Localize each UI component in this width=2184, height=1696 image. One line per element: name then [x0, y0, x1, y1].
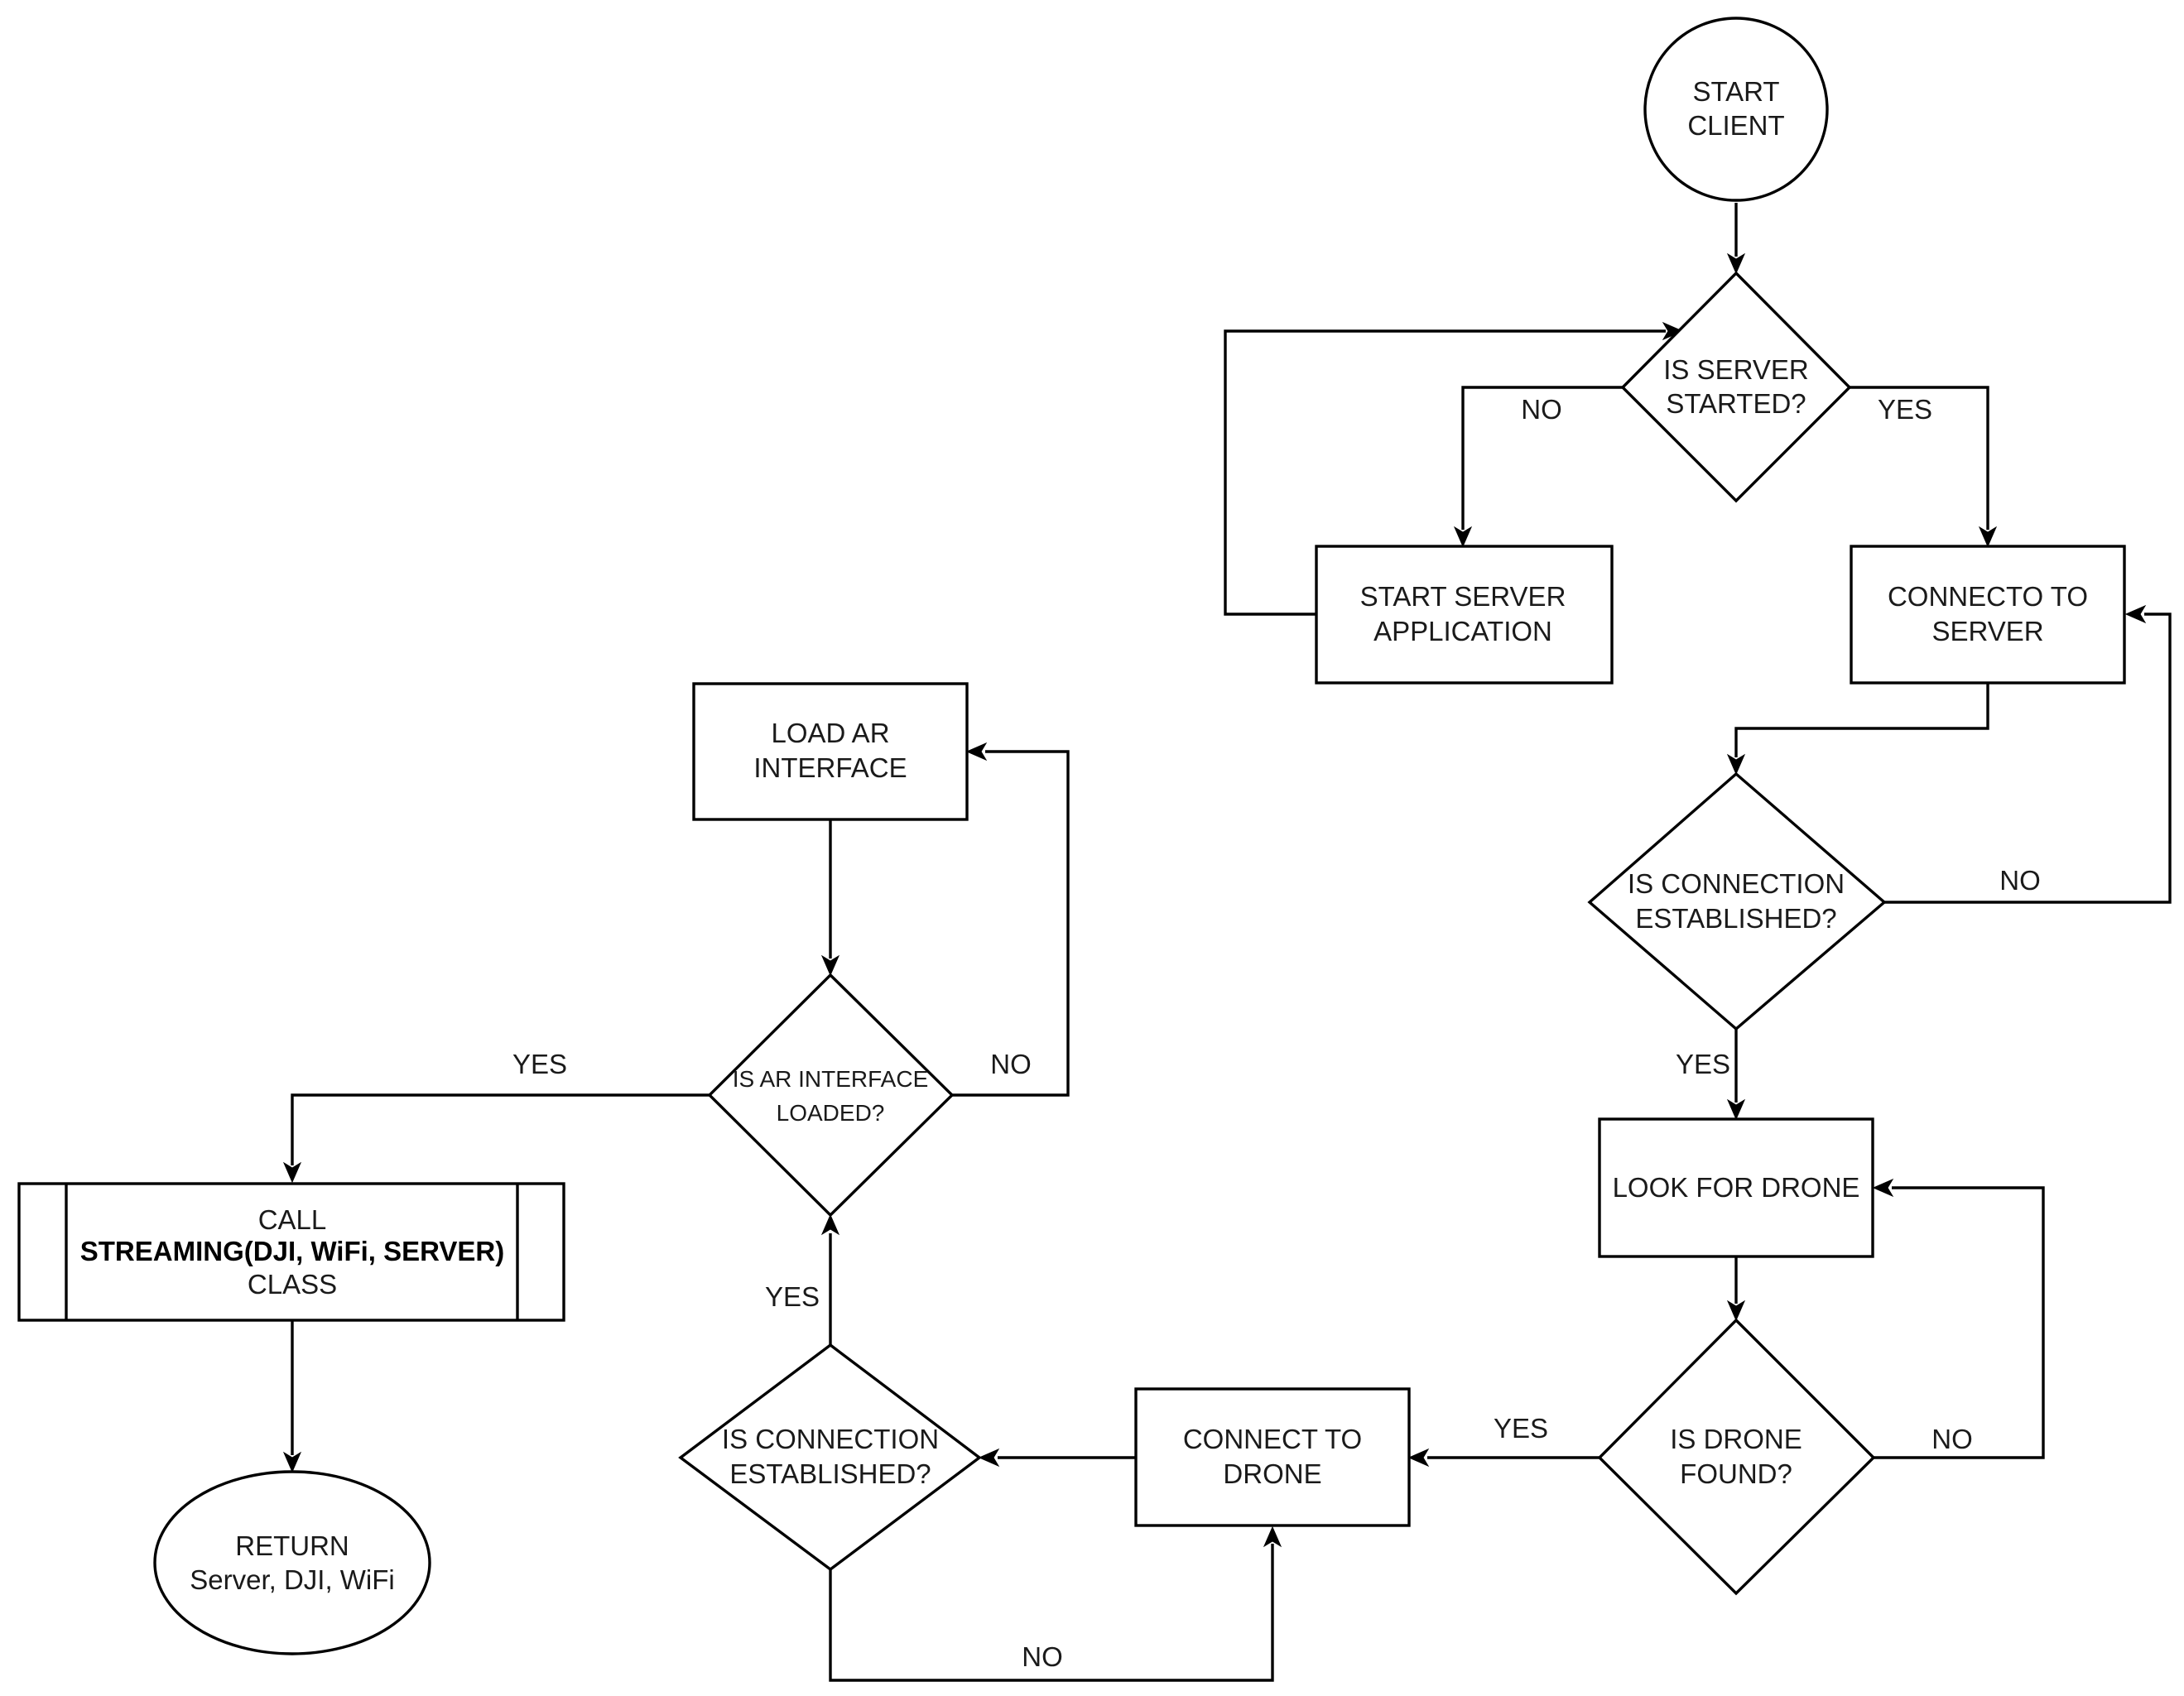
connect-server-line1: CONNECTO TO	[1888, 581, 2088, 612]
start-server-line2: APPLICATION	[1373, 616, 1552, 646]
arrowhead	[1662, 321, 1684, 341]
edge-ar-loaded-no	[952, 750, 1070, 1097]
call-streaming-line1: CALL	[258, 1204, 327, 1235]
ar-loaded-line1: IS AR INTERFACE	[733, 1066, 929, 1092]
connection1-line2: ESTABLISHED?	[1635, 903, 1836, 934]
server-started-line1: IS SERVER	[1663, 354, 1808, 385]
connection2-line1: IS CONNECTION	[722, 1424, 939, 1454]
connect-server-line2: SERVER	[1931, 616, 2043, 646]
drone-found-line1: IS DRONE	[1670, 1424, 1802, 1454]
load-ar-line1: LOAD AR	[771, 718, 889, 748]
arrowhead	[1263, 1525, 1282, 1548]
ar-interface-loaded-decision: IS AR INTERFACE LOADED?	[707, 973, 955, 1218]
load-ar-line2: INTERFACE	[753, 752, 907, 783]
return-line2: Server, DJI, WiFi	[190, 1564, 395, 1595]
start-client-line2: CLIENT	[1687, 110, 1784, 141]
label-server-started-no: NO	[1521, 394, 1562, 425]
start-server-application-node: START SERVER APPLICATION	[1315, 545, 1614, 685]
arrowhead	[1407, 1448, 1430, 1468]
load-ar-interface-node: LOAD AR INTERFACE	[692, 682, 969, 821]
arrowhead	[1978, 526, 1998, 548]
server-started-line2: STARTED?	[1666, 388, 1806, 419]
connect-to-server-node: CONNECTO TO SERVER	[1850, 545, 2126, 685]
label-connection1-no: NO	[1999, 865, 2041, 896]
arrowhead	[965, 742, 988, 762]
edge-drone-found-no	[1874, 1186, 2045, 1459]
arrowhead	[1453, 526, 1473, 548]
edge-labels: NO YES NO YES YES NO YES NO YES NO	[512, 394, 2041, 1672]
start-client-node: START CLIENT	[1643, 17, 1829, 202]
drone-found-decision: IS DRONE FOUND?	[1597, 1318, 1876, 1596]
ar-loaded-line2: LOADED?	[777, 1100, 885, 1126]
label-ar-loaded-no: NO	[990, 1049, 1032, 1079]
call-streaming-node: CALL STREAMING(DJI, WiFi, SERVER) CLASS	[17, 1182, 565, 1322]
arrowhead	[820, 1213, 840, 1236]
connection-established-decision-1: IS CONNECTION ESTABLISHED?	[1587, 771, 1887, 1031]
arrowhead	[1726, 252, 1746, 275]
edge-connect-server-to-check	[1734, 683, 1989, 757]
edge-server-check-no	[1461, 386, 1623, 530]
arrowhead	[1726, 753, 1746, 776]
start-client-line1: START	[1692, 76, 1779, 107]
connect-drone-line2: DRONE	[1223, 1458, 1321, 1489]
label-connection1-yes: YES	[1676, 1049, 1730, 1079]
server-started-decision: IS SERVER STARTED?	[1620, 271, 1852, 503]
start-server-line1: START SERVER	[1360, 581, 1566, 612]
look-for-drone-node: LOOK FOR DRONE	[1598, 1117, 1874, 1258]
arrowhead	[2124, 604, 2147, 624]
look-for-drone-label: LOOK FOR DRONE	[1613, 1172, 1860, 1203]
edge-server-check-yes	[1850, 386, 1989, 530]
connect-to-drone-node: CONNECT TO DRONE	[1134, 1387, 1411, 1527]
edge-ar-loaded-yes	[291, 1093, 710, 1165]
label-server-started-yes: YES	[1878, 394, 1932, 425]
call-streaming-line2: STREAMING(DJI, WiFi, SERVER)	[80, 1236, 504, 1266]
arrowhead	[820, 954, 840, 977]
label-drone-found-no: NO	[1931, 1424, 1973, 1454]
arrowhead	[282, 1451, 302, 1473]
edge-connection1-no	[1884, 613, 2172, 904]
call-streaming-line3: CLASS	[248, 1269, 337, 1300]
label-connection2-yes: YES	[765, 1281, 820, 1312]
arrowhead	[1726, 1300, 1746, 1322]
connection-established-decision-2: IS CONNECTION ESTABLISHED?	[678, 1343, 982, 1572]
label-ar-loaded-yes: YES	[512, 1049, 567, 1079]
drone-found-line2: FOUND?	[1680, 1458, 1792, 1489]
arrowhead	[1872, 1178, 1894, 1198]
arrowhead	[978, 1448, 1000, 1468]
arrowhead	[1726, 1098, 1746, 1121]
connection2-line2: ESTABLISHED?	[729, 1458, 931, 1489]
label-drone-found-yes: YES	[1494, 1413, 1548, 1444]
edge-start-server-loop	[1224, 329, 1666, 616]
connection1-line1: IS CONNECTION	[1628, 868, 1845, 899]
return-line1: RETURN	[235, 1530, 349, 1561]
label-connection2-no: NO	[1022, 1641, 1063, 1672]
connect-drone-line1: CONNECT TO	[1183, 1424, 1362, 1454]
arrowhead	[282, 1161, 302, 1184]
return-node: RETURN Server, DJI, WiFi	[153, 1470, 431, 1655]
edge-connection2-no	[829, 1544, 1274, 1682]
edges	[282, 203, 2172, 1682]
